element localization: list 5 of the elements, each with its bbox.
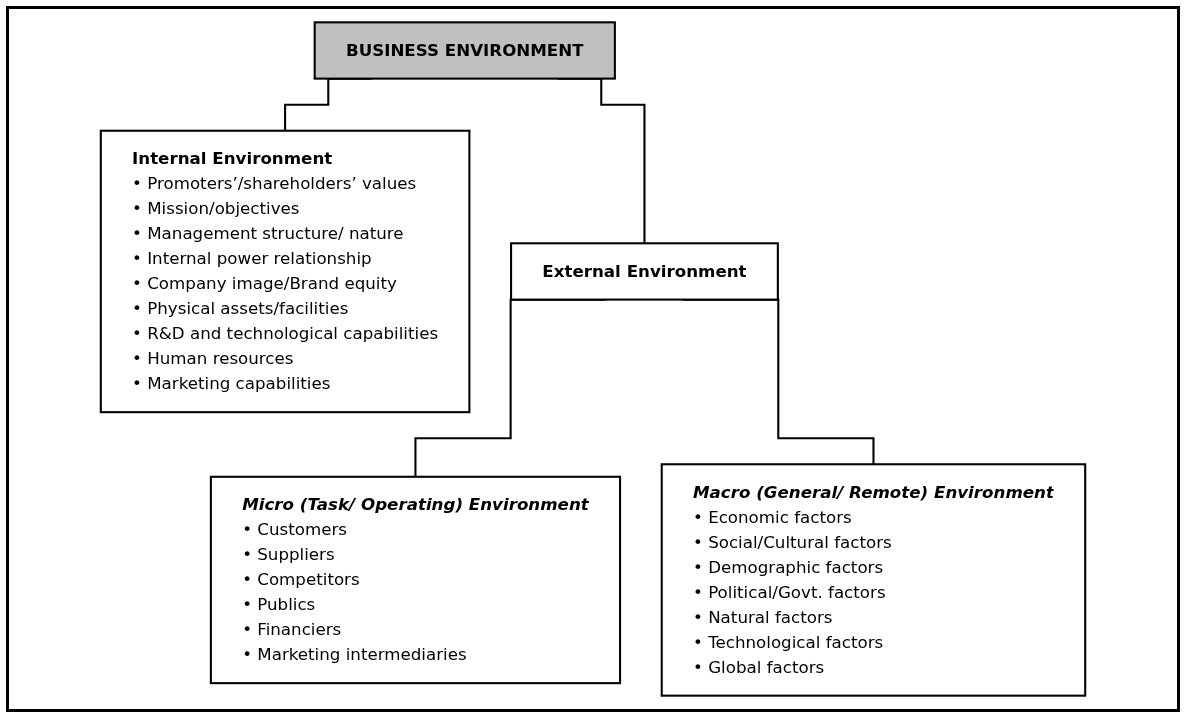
text-box: BUSINESS ENVIRONMENT: [313, 21, 616, 80]
text-box: Micro (Task/ Operating) Environment • Customers • Suppliers • Competitors • Publics • Financiers • Marketing intermediaries: [209, 475, 622, 685]
text-box: Internal Environment • Promoters’/shareholders’ values • Mission/objectives • Management structure/ nature • Internal power relationship • Company image/Brand equity • Physical assets/facilities • R&D and technological capabilities • Human resources • Marketing capabilities: [99, 129, 471, 414]
text-box: External Environment: [510, 242, 779, 301]
text-box: Macro (General/ Remote) Environment • Economic factors • Social/Cultural factors • Demographic factors • Political/Govt. factors • Natural factors • Technological factors • Global factors: [660, 463, 1087, 697]
